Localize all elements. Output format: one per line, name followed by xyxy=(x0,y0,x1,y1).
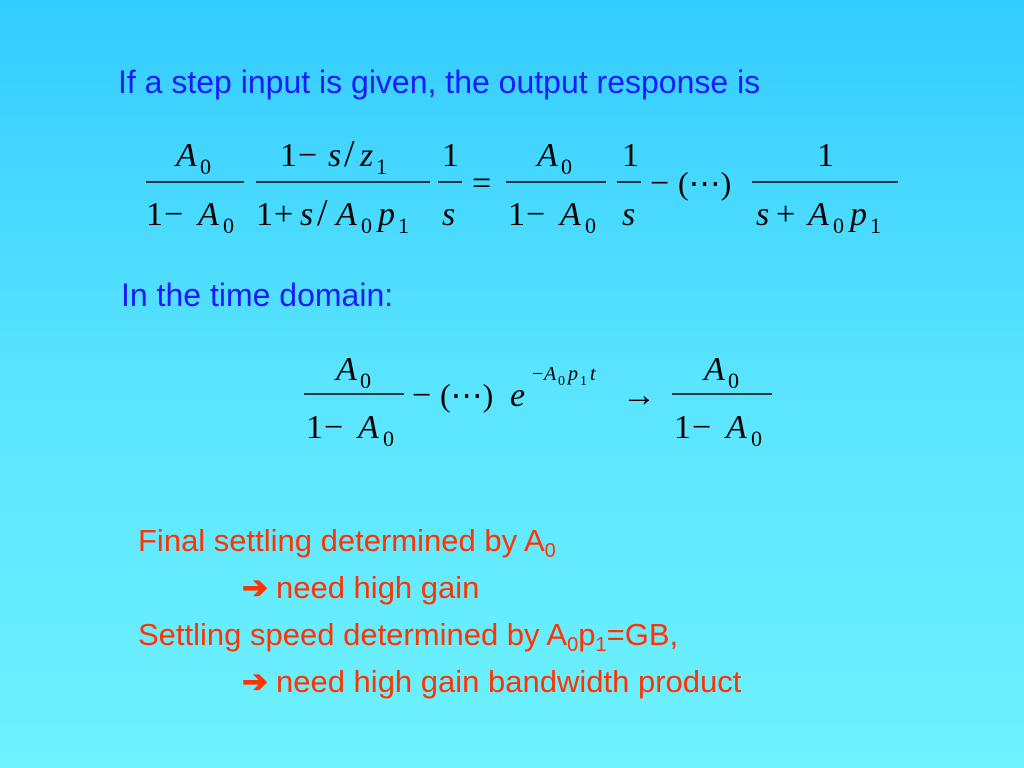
eq2-exp-p: p xyxy=(566,363,578,385)
right-arrow-icon: ➔ xyxy=(242,570,268,605)
note-need-high-gain: ➔need high gain xyxy=(138,564,741,611)
eq1-one: 1 xyxy=(146,196,163,233)
eq1-p: p xyxy=(376,196,395,233)
eq1-a: A xyxy=(535,137,558,174)
eq2-exp-t: t xyxy=(590,363,596,385)
note-text: Settling speed determined by A xyxy=(138,617,568,652)
note-sub: 0 xyxy=(567,634,579,656)
heading-time-domain: In the time domain: xyxy=(121,277,394,313)
eq1-term-one-over-s-right: 1 s xyxy=(617,137,641,233)
eq1-sub: 0 xyxy=(361,213,372,238)
eq1-sub: 0 xyxy=(833,213,844,238)
note-text: need high gain bandwidth product xyxy=(275,664,742,699)
note-need-gbw: ➔need high gain bandwidth product xyxy=(138,658,741,705)
eq1-minus: − xyxy=(650,165,669,202)
note-tail: =GB, xyxy=(606,617,679,652)
eq2-minus: − xyxy=(324,409,343,446)
eq1-sub: 0 xyxy=(585,213,596,238)
eq2-a: A xyxy=(724,409,747,446)
eq1-sub: 1 xyxy=(870,213,881,238)
eq1-a: A xyxy=(196,196,219,233)
eq2-sub: 0 xyxy=(728,368,739,393)
eq2-sub: 0 xyxy=(383,426,394,451)
eq2-term-right: A 0 1 − A 0 xyxy=(672,351,772,451)
eq1-one: 1 xyxy=(508,196,525,233)
eq1-a: A xyxy=(174,137,197,174)
eq1-minus: − xyxy=(526,196,545,233)
eq1-sub: 0 xyxy=(561,154,572,179)
eq2-exp-minus: − xyxy=(532,363,543,385)
eq2-ellipsis: (⋯) xyxy=(440,377,493,413)
eq1-ellipsis: (⋯) xyxy=(678,165,731,201)
eq1-sub: 0 xyxy=(223,213,234,238)
eq1-s: s xyxy=(756,196,769,233)
eq2-exponent: − A 0 p 1 t xyxy=(532,363,596,389)
eq1-term-a0-over-1-minus-a0: A 0 1 − A 0 xyxy=(146,137,244,238)
note-text: Final settling determined by A xyxy=(138,523,545,558)
eq1-slash: / xyxy=(317,192,328,234)
note-final-settling: Final settling determined by A0 xyxy=(138,517,741,564)
note-sub: 0 xyxy=(544,540,556,562)
note-sub: 1 xyxy=(595,634,607,656)
eq1-a: A xyxy=(558,196,581,233)
eq1-plus: + xyxy=(274,196,293,233)
eq1-term-one-over-s: 1 s xyxy=(438,137,462,233)
eq1-p: p xyxy=(848,196,867,233)
eq2-a: A xyxy=(702,351,725,388)
note-text: need high gain xyxy=(275,570,480,605)
note-settling-speed: Settling speed determined by A0p1=GB, xyxy=(138,611,741,658)
eq2-exp-a: A xyxy=(542,363,557,385)
note-mid: p xyxy=(578,617,596,652)
eq2-a: A xyxy=(356,409,379,446)
equation-time-domain: A 0 1 − A 0 − (⋯) e − A 0 p 1 t → A 0 1 … xyxy=(304,351,772,451)
right-arrow-icon: ➔ xyxy=(242,664,268,699)
eq1-a: A xyxy=(806,196,829,233)
eq1-sub: 1 xyxy=(398,213,409,238)
eq1-minus: − xyxy=(298,137,317,174)
eq1-s: s xyxy=(622,196,635,233)
eq2-exp-sub: 0 xyxy=(558,374,565,389)
eq1-s: s xyxy=(300,196,313,233)
eq2-a: A xyxy=(334,351,357,388)
heading-step-input: If a step input is given, the output res… xyxy=(118,64,761,100)
eq2-e: e xyxy=(510,377,525,414)
eq2-minus: − xyxy=(692,409,711,446)
eq1-term-pole: 1 s + A 0 p 1 xyxy=(752,137,898,238)
eq2-term-left: A 0 1 − A 0 xyxy=(304,351,404,451)
eq1-term-a0-over-1-minus-a0-right: A 0 1 − A 0 xyxy=(506,137,606,238)
eq1-minus: − xyxy=(164,196,183,233)
eq2-sub: 0 xyxy=(360,368,371,393)
notes-block: Final settling determined by A0 ➔need hi… xyxy=(138,517,741,705)
eq1-one: 1 xyxy=(622,137,639,174)
eq1-sub: 0 xyxy=(200,154,211,179)
eq1-one: 1 xyxy=(442,137,459,174)
eq1-plus: + xyxy=(776,196,795,233)
eq1-one: 1 xyxy=(280,137,297,174)
equation-step-response: A 0 1 − A 0 1 − s / z 1 1 + s / A 0 p 1 xyxy=(146,133,898,238)
eq1-s: s xyxy=(442,196,455,233)
eq2-one: 1 xyxy=(674,409,691,446)
eq1-term-zero-pole: 1 − s / z 1 1 + s / A 0 p 1 xyxy=(256,133,430,238)
eq1-slash: / xyxy=(344,133,355,175)
eq1-one: 1 xyxy=(817,137,834,174)
eq1-equals: = xyxy=(472,165,491,202)
eq2-sub: 0 xyxy=(751,426,762,451)
eq2-exp-sub: 1 xyxy=(580,374,587,389)
eq1-sub: 1 xyxy=(376,154,387,179)
eq1-a: A xyxy=(334,196,357,233)
eq2-one: 1 xyxy=(306,409,323,446)
eq2-arrow: → xyxy=(622,377,656,414)
eq1-one: 1 xyxy=(256,196,273,233)
eq1-z: z xyxy=(359,137,373,174)
eq1-s: s xyxy=(328,137,341,174)
eq2-minus: − xyxy=(412,377,431,414)
